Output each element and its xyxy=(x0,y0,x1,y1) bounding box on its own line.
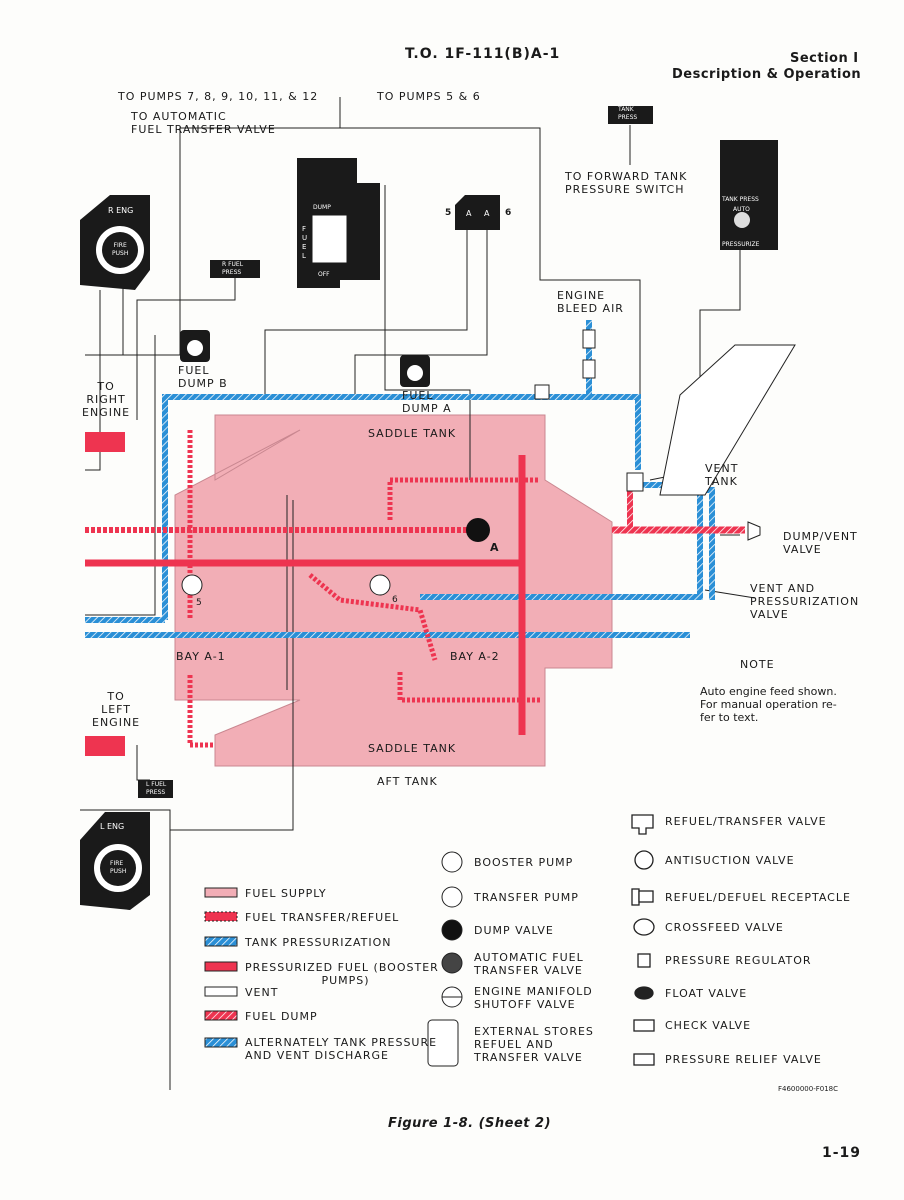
dump-label: DUMP xyxy=(313,204,331,211)
section-title: Description & Operation xyxy=(672,67,862,82)
check-valve-icon xyxy=(582,359,596,379)
legend-manifold-shutoff: ENGINE MANIFOLD SHUTOFF VALVE xyxy=(474,985,593,1011)
off-label: OFF xyxy=(318,271,330,278)
legend-transfer-pump: TRANSFER PUMP xyxy=(474,891,579,904)
legend-swatches xyxy=(204,887,238,1048)
label-to-left-engine: TO LEFT ENGINE xyxy=(92,690,141,729)
label-bay-a2: BAY A-2 xyxy=(450,650,500,663)
tank-press-panel-label: TANK PRESS xyxy=(722,196,759,203)
pressure-regulator-icon xyxy=(534,384,550,400)
legend-fuel-transfer: FUEL TRANSFER/REFUEL xyxy=(245,911,400,924)
pump-switch-5[interactable]: A xyxy=(466,209,473,218)
figure-id: F4600000-F018C xyxy=(778,1085,839,1093)
label-bay-a1: BAY A-1 xyxy=(176,650,226,663)
pump-switches[interactable] xyxy=(455,195,500,230)
label-saddle-tank-bottom: SADDLE TANK xyxy=(368,742,457,755)
dump-valve-icon xyxy=(466,518,490,542)
l-fuel-press-light xyxy=(138,780,173,798)
legend-vent: VENT xyxy=(245,986,279,999)
legend-tank-press: TANK PRESSURIZATION xyxy=(245,936,392,949)
legend-pressure-regulator: PRESSURE REGULATOR xyxy=(665,954,812,967)
fuel-lines xyxy=(85,430,745,756)
l-eng-label: L ENG xyxy=(100,822,125,831)
legend-receptacle: REFUEL/DEFUEL RECEPTACLE xyxy=(665,891,851,904)
label-fuel-dump-b: FUEL DUMP B xyxy=(178,364,228,390)
label-to-pumps-5-6: TO PUMPS 5 & 6 xyxy=(377,90,481,103)
legend-check-valve: CHECK VALVE xyxy=(665,1019,752,1032)
r-eng-label: R ENG xyxy=(108,206,134,215)
l-fuel-press-text: L FUEL PRESS xyxy=(146,781,167,796)
label-to-forward-tank: TO FORWARD TANK PRESSURE SWITCH xyxy=(565,170,688,196)
legend-booster-pump: BOOSTER PUMP xyxy=(474,856,574,869)
auto-label: AUTO xyxy=(733,206,750,213)
label-engine-bleed-air: ENGINE BLEED AIR xyxy=(557,289,624,315)
tank-press-light-text: TANK PRESS xyxy=(618,106,638,121)
r-fire-push-label: FIRE PUSH xyxy=(112,242,129,257)
legend-press-fuel: PRESSURIZED FUEL (BOOSTER PUMPS) xyxy=(245,961,439,987)
dump-switch[interactable] xyxy=(311,214,348,264)
label-saddle-tank-top: SADDLE TANK xyxy=(368,427,457,440)
legend-external-stores: EXTERNAL STORES REFUEL AND TRANSFER VALV… xyxy=(474,1025,594,1064)
legend-right-icons xyxy=(631,814,655,1066)
figure-caption: Figure 1-8. (Sheet 2) xyxy=(388,1116,552,1131)
label-vent-tank: VENT TANK xyxy=(705,462,739,488)
label-fuel-dump-a: FUEL DUMP A xyxy=(402,389,452,415)
booster-6-label: 6 xyxy=(392,595,399,605)
section: Section I xyxy=(790,51,859,66)
pump-6-label: 6 xyxy=(505,208,513,218)
legend-refuel-transfer-valve: REFUEL/TRANSFER VALVE xyxy=(665,815,827,828)
legend-auto-transfer-valve: AUTOMATIC FUEL TRANSFER VALVE xyxy=(474,951,584,977)
legend-fuel-supply: FUEL SUPPLY xyxy=(245,887,327,900)
label-vent-press-valve: VENT AND PRESSURIZATION VALVE xyxy=(750,582,860,621)
r-fuel-press-text: R FUEL PRESS xyxy=(222,261,244,276)
page-number: 1-19 xyxy=(822,1145,862,1161)
check-valve-icon xyxy=(582,329,596,349)
booster-pump-icon xyxy=(181,574,203,596)
pressurize-label: PRESSURIZE xyxy=(722,241,760,248)
note-title: NOTE xyxy=(740,658,775,671)
label-to-auto-transfer: TO AUTOMATIC FUEL TRANSFER VALVE xyxy=(131,110,276,136)
note-text: Auto engine feed shown. For manual opera… xyxy=(700,685,837,724)
r-eng-fire-handle[interactable] xyxy=(80,195,150,290)
label-aft-tank: AFT TANK xyxy=(377,775,438,788)
l-fire-push-label: FIRE PUSH xyxy=(110,860,127,875)
pressure-regulator-icon xyxy=(626,472,644,492)
booster-pump-icon xyxy=(369,574,391,596)
label-to-pumps-7-12: TO PUMPS 7, 8, 9, 10, 11, & 12 xyxy=(118,90,319,103)
dump-vent-valve-icon xyxy=(747,521,761,541)
legend-pressure-relief-valve: PRESSURE RELIEF VALVE xyxy=(665,1053,822,1066)
legend-fuel-dump: FUEL DUMP xyxy=(245,1010,318,1023)
tank-press-switch[interactable] xyxy=(734,212,750,228)
booster-5-label: 5 xyxy=(196,598,203,608)
legend-alt-press: ALTERNATELY TANK PRESSURE AND VENT DISCH… xyxy=(245,1036,438,1062)
legend-mid-icons xyxy=(427,851,463,1067)
label-dump-vent-valve: DUMP/VENT VALVE xyxy=(783,530,858,556)
fuel-vertical-label: F U E L xyxy=(302,225,308,260)
pump-switch-6[interactable]: A xyxy=(484,209,491,218)
vent-tank xyxy=(659,344,796,496)
legend-dump-valve: DUMP VALVE xyxy=(474,924,554,937)
legend-crossfeed-valve: CROSSFEED VALVE xyxy=(665,921,784,934)
label-to-right-engine: TO RIGHT ENGINE xyxy=(82,380,131,419)
pump-5-label: 5 xyxy=(445,208,453,218)
doc-number: T.O. 1F-111(B)A-1 xyxy=(405,46,561,62)
legend-float-valve: FLOAT VALVE xyxy=(665,987,748,1000)
tank-press-light xyxy=(608,106,653,124)
aft-tank xyxy=(174,414,613,767)
legend-antisuction-valve: ANTISUCTION VALVE xyxy=(665,854,795,867)
l-eng-fire-handle[interactable] xyxy=(80,812,150,910)
r-fuel-press-light xyxy=(210,260,260,278)
valve-a-label: A xyxy=(490,541,500,554)
